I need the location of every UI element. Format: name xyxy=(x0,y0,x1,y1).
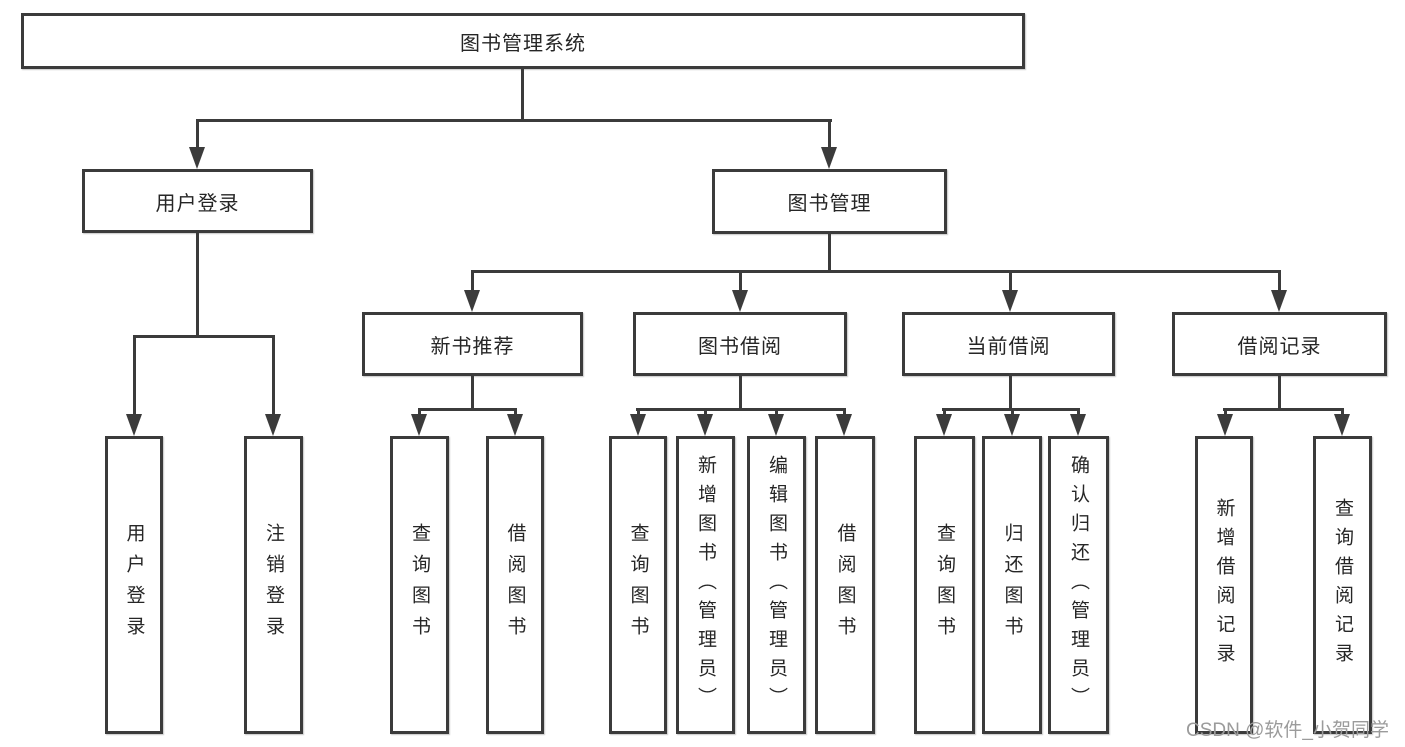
node-bb-borrow-books: 借阅图书 xyxy=(815,436,875,734)
connector-drop-current-borrowing xyxy=(1009,270,1012,292)
arrow-down-icon xyxy=(732,290,748,312)
arrow-down-icon xyxy=(1002,290,1018,312)
node-bb-edit-books-label: 编辑图书（管理员） xyxy=(766,454,787,716)
arrow-down-icon xyxy=(1271,290,1287,312)
connector-new-book-trunk xyxy=(471,376,474,411)
node-leaf-logout: 注销登录 xyxy=(244,436,303,734)
node-cb-return-books-label: 归还图书 xyxy=(1001,523,1023,647)
arrow-down-icon xyxy=(768,414,784,436)
arrow-down-icon xyxy=(1070,414,1086,436)
connector-book-mgmt-trunk xyxy=(828,234,831,273)
node-br-add-record-label: 新增借阅记录 xyxy=(1213,498,1235,672)
connector-drop-bb-add xyxy=(704,408,707,418)
node-user-login: 用户登录 xyxy=(82,169,313,233)
connector-drop-bb-query xyxy=(637,408,640,418)
connector-drop-bb-edit xyxy=(775,408,778,418)
node-bb-borrow-books-label: 借阅图书 xyxy=(834,523,856,647)
arrow-down-icon xyxy=(697,414,713,436)
node-book-borrowing: 图书借阅 xyxy=(633,312,847,376)
node-cb-confirm-return-label: 确认归还（管理员） xyxy=(1068,454,1089,716)
connector-drop-leaf-logout xyxy=(272,335,275,416)
connector-drop-nb-query xyxy=(418,408,421,418)
connector-drop-br-query xyxy=(1341,408,1344,418)
node-book-borrowing-label: 图书借阅 xyxy=(698,335,782,358)
node-bb-add-books-label: 新增图书（管理员） xyxy=(695,454,716,716)
node-user-login-label: 用户登录 xyxy=(155,192,240,215)
node-bb-query-books: 查询图书 xyxy=(609,436,667,734)
connector-drop-br-add xyxy=(1224,408,1227,418)
connector-book-borrowing-bar xyxy=(636,408,845,411)
node-nb-query-books-label: 查询图书 xyxy=(409,523,430,647)
node-br-add-record: 新增借阅记录 xyxy=(1195,436,1253,734)
connector-drop-nb-borrow xyxy=(514,408,517,418)
arrow-down-icon xyxy=(464,290,480,312)
arrow-down-icon xyxy=(265,414,281,436)
node-cb-query-books-label: 查询图书 xyxy=(934,523,955,647)
node-cb-query-books: 查询图书 xyxy=(914,436,975,734)
connector-drop-book-borrowing xyxy=(739,270,742,292)
arrow-down-icon xyxy=(1334,414,1350,436)
connector-user-login-trunk xyxy=(196,233,199,338)
connector-root-bar xyxy=(196,119,832,122)
connector-drop-bb-borrow xyxy=(843,408,846,418)
connector-root-trunk xyxy=(521,69,524,122)
node-leaf-logout-label: 注销登录 xyxy=(263,523,284,647)
connector-user-login-bar xyxy=(133,335,274,338)
node-current-borrowing-label: 当前借阅 xyxy=(966,335,1051,358)
node-root-label: 图书管理系统 xyxy=(460,32,586,55)
connector-drop-cb-confirm xyxy=(1077,408,1080,418)
node-borrowing-records-label: 借阅记录 xyxy=(1237,335,1322,358)
node-cb-confirm-return: 确认归还（管理员） xyxy=(1048,436,1109,734)
connector-book-borrowing-trunk xyxy=(739,376,742,411)
node-nb-borrow-books: 借阅图书 xyxy=(486,436,544,734)
node-br-query-record: 查询借阅记录 xyxy=(1313,436,1372,734)
arrow-down-icon xyxy=(630,414,646,436)
node-new-book-recommendation: 新书推荐 xyxy=(362,312,583,376)
arrow-down-icon xyxy=(126,414,142,436)
connector-current-borrowing-bar xyxy=(942,408,1079,411)
node-br-query-record-label: 查询借阅记录 xyxy=(1332,498,1353,672)
connector-drop-book-management xyxy=(828,119,831,149)
node-book-management-label: 图书管理 xyxy=(787,193,872,215)
node-book-management: 图书管理 xyxy=(712,169,947,234)
node-bb-add-books: 新增图书（管理员） xyxy=(676,436,735,734)
node-bb-edit-books: 编辑图书（管理员） xyxy=(747,436,806,734)
connector-borrowing-records-bar xyxy=(1223,408,1343,411)
connector-borrowing-records-trunk xyxy=(1278,376,1281,411)
node-bb-query-books-label: 查询图书 xyxy=(627,523,649,647)
arrow-down-icon xyxy=(189,147,205,169)
connector-book-mgmt-bar xyxy=(471,270,1281,273)
connector-drop-leaf-user-login xyxy=(133,335,136,416)
arrow-down-icon xyxy=(821,147,837,169)
node-nb-borrow-books-label: 借阅图书 xyxy=(504,523,526,647)
node-nb-query-books: 查询图书 xyxy=(390,436,449,734)
arrow-down-icon xyxy=(411,414,427,436)
arrow-down-icon xyxy=(1217,414,1233,436)
node-root: 图书管理系统 xyxy=(21,13,1025,69)
arrow-down-icon xyxy=(507,414,523,436)
arrow-down-icon xyxy=(1004,414,1020,436)
node-new-book-recommendation-label: 新书推荐 xyxy=(430,335,515,358)
node-borrowing-records: 借阅记录 xyxy=(1172,312,1387,376)
node-leaf-user-login-label: 用户登录 xyxy=(123,523,145,647)
connector-drop-cb-return xyxy=(1011,408,1014,418)
connector-drop-borrowing-records xyxy=(1278,270,1281,292)
connector-drop-cb-query xyxy=(943,408,946,418)
connector-new-book-bar xyxy=(418,408,517,411)
watermark: CSDN @软件_小贺同学 xyxy=(1186,720,1389,741)
connector-drop-new-book xyxy=(471,270,474,292)
node-current-borrowing: 当前借阅 xyxy=(902,312,1115,376)
connector-drop-user-login xyxy=(196,119,199,149)
arrow-down-icon xyxy=(836,414,852,436)
node-cb-return-books: 归还图书 xyxy=(982,436,1042,734)
arrow-down-icon xyxy=(936,414,952,436)
node-leaf-user-login: 用户登录 xyxy=(105,436,163,734)
connector-current-borrowing-trunk xyxy=(1009,376,1012,411)
